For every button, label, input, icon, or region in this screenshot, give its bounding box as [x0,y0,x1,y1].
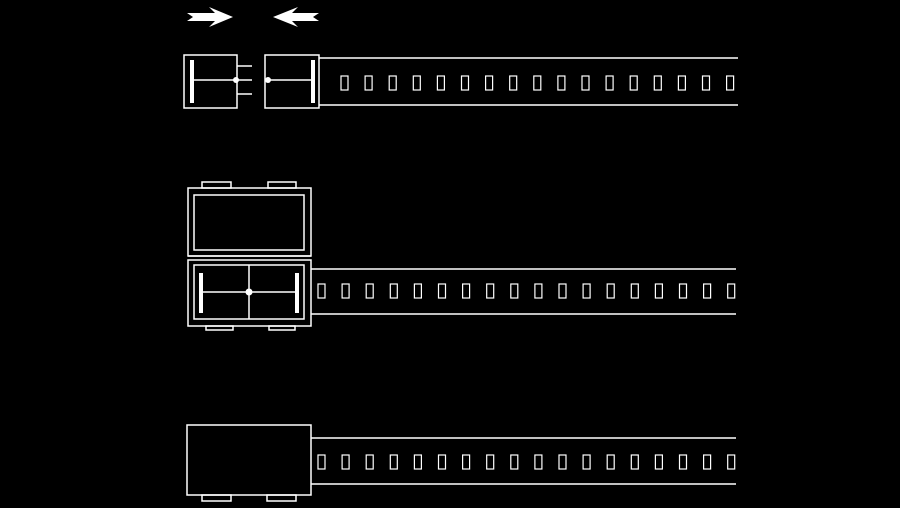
step-3-closed-cover [186,424,736,502]
cable-contact-slot [557,75,566,91]
cable-contact-slot [727,454,736,470]
cable-contact-slot [701,75,711,91]
cable-contact-slot [412,75,421,91]
cable-contact-slot [509,75,518,91]
cable-contact-slot [725,75,735,91]
cable-contact-slot [630,454,639,470]
cable-contact-slot [389,454,398,470]
cable-contact-slot [678,283,688,299]
cable-contact-slot [510,283,519,299]
cable-contact-slot [317,454,326,470]
cable-contact-slot [606,283,615,299]
cable-contact-slot [534,283,543,299]
flat-cable [311,437,736,485]
step-1-separated [183,7,738,109]
cable-contact-slot [558,283,567,299]
cable-contact-slot [582,283,591,299]
arrow-right-icon [187,7,233,27]
cable-contact-slot [678,454,688,470]
cable-contact-slot [702,454,712,470]
cable-contact-slot [389,283,398,299]
arrow-left-icon [273,7,319,27]
cable-contact-slot [534,454,543,470]
left-connector-half [183,54,252,109]
cable-contact-slot [629,75,638,91]
cable-contact-slot [653,75,662,91]
cable-contact-slot [436,75,445,91]
cable-contact-slot [341,283,350,299]
cable-contact-slot [677,75,687,91]
flat-cable [319,57,738,106]
cable-contact-slot [486,454,495,470]
cable-contact-slot [462,283,471,299]
cable-contact-slot [582,454,591,470]
cable-contact-slot [437,283,447,299]
cable-contact-slot [654,454,664,470]
cable-contact-slot [388,75,397,91]
cable-contact-slot [364,75,373,91]
right-connector-half [264,54,320,109]
cable-contact-slot [365,454,374,470]
cable-contact-slot [413,454,422,470]
cable-contact-slot [605,75,614,91]
joined-connector-base [187,259,312,331]
step-2-open-cover [187,181,736,331]
cable-contact-slot [486,283,495,299]
flat-cable [311,268,736,315]
cable-contact-slot [413,283,422,299]
cable-contact-slot [630,283,639,299]
cable-contact-slot [485,75,494,91]
cable-contact-slot [341,454,350,470]
closed-connector-housing [186,424,312,502]
cable-contact-slot [365,283,374,299]
cable-contact-slot [654,283,664,299]
cable-contact-slot [606,454,615,470]
cable-contact-slot [510,454,519,470]
cable-contact-slot [462,454,471,470]
cable-contact-slot [558,454,567,470]
cable-contact-slot [581,75,590,91]
cable-contact-slot [533,75,542,91]
cable-contact-slot [460,75,470,91]
open-cover [187,181,312,257]
cable-contact-slot [317,283,326,299]
cable-contact-slot [727,283,736,299]
cable-contact-slot [702,283,712,299]
cable-contact-slot [437,454,447,470]
cable-contact-slot [340,75,349,91]
